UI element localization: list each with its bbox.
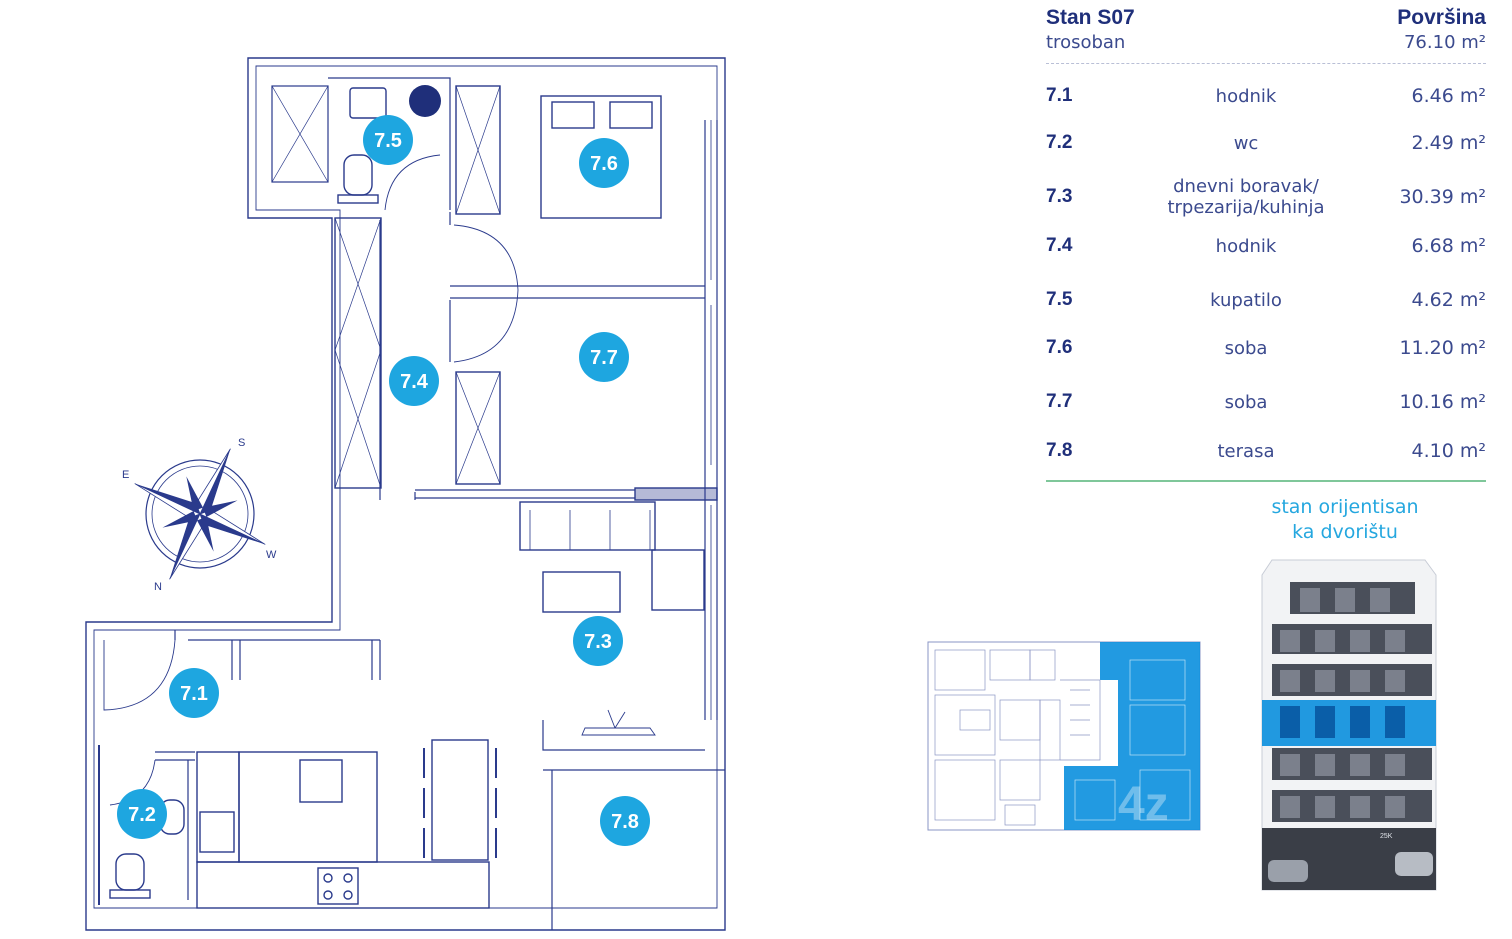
room-row-7-6: 7.6 soba 11.20 m² (1046, 328, 1486, 368)
badge-7-7[interactable]: 7.7 (579, 332, 629, 382)
room-name: hodnik (1215, 235, 1277, 257)
room-area: 4.10 m² (1411, 440, 1486, 462)
apartment-info: Stan S07 Površina trosoban 76.10 m² (1046, 6, 1486, 64)
room-name: terasa (1217, 440, 1275, 462)
room-id: 7.2 (1046, 132, 1073, 153)
building-facade: 25K (1261, 559, 1437, 891)
orientation-line-1: stan orijentisan (1271, 496, 1419, 518)
room-id: 7.6 (1046, 337, 1073, 358)
building-sign: 25K (1380, 833, 1393, 840)
badge-7-2[interactable]: 7.2 (117, 789, 167, 839)
room-id: 7.5 (1046, 289, 1073, 310)
mini-floor-plan: 4z (927, 641, 1201, 831)
room-name: dnevni boravak/trpezarija/kuhinja (1167, 176, 1325, 218)
svg-text:7.2: 7.2 (128, 804, 156, 826)
room-id: 7.8 (1046, 440, 1073, 461)
outer-wall (85, 57, 726, 931)
compass-e-label: E (122, 469, 129, 481)
badge-7-4[interactable]: 7.4 (389, 356, 439, 406)
orientation-line-2: ka dvorištu (1292, 521, 1398, 543)
room-area: 6.68 m² (1411, 235, 1486, 257)
room-area: 11.20 m² (1399, 337, 1486, 359)
compass-n-label: N (154, 581, 162, 593)
svg-text:7.3: 7.3 (584, 631, 612, 653)
room-row-7-5: 7.5 kupatilo 4.62 m² (1046, 280, 1486, 320)
room-id: 7.4 (1046, 235, 1073, 256)
room-row-7-1: 7.1 hodnik 6.46 m² (1046, 76, 1486, 116)
badge-7-5[interactable]: 7.5 (363, 115, 413, 165)
badge-7-3[interactable]: 7.3 (573, 616, 623, 666)
room-area: 6.46 m² (1411, 85, 1486, 107)
room-table: 7.1 hodnik 6.46 m² 7.2 wc 2.49 m² 7.3 dn… (1046, 0, 1486, 480)
room-row-7-4: 7.4 hodnik 6.68 m² (1046, 226, 1486, 266)
room-row-7-3: 7.3 dnevni boravak/trpezarija/kuhinja 30… (1046, 176, 1486, 218)
svg-text:7.4: 7.4 (400, 371, 429, 393)
room-row-7-2: 7.2 wc 2.49 m² (1046, 123, 1486, 163)
svg-text:7.8: 7.8 (611, 811, 639, 833)
room-area: 30.39 m² (1399, 186, 1486, 208)
mini-plan-label: 4z (1118, 778, 1169, 831)
apartment-type: trosoban (1046, 32, 1126, 53)
room-area: 4.62 m² (1411, 289, 1486, 311)
room-row-7-7: 7.7 soba 10.16 m² (1046, 382, 1486, 422)
compass-w-label: W (266, 549, 277, 561)
room-name: hodnik (1215, 85, 1277, 107)
svg-text:7.1: 7.1 (180, 683, 208, 705)
badge-7-8[interactable]: 7.8 (600, 796, 650, 846)
room-badges: 7.1 7.2 7.3 7.4 7.5 7.6 7.7 7.8 (117, 115, 650, 846)
green-divider (1046, 480, 1486, 482)
room-name: wc (1233, 132, 1259, 154)
compass-s-label: S (238, 437, 245, 449)
dotted-divider (1046, 63, 1486, 64)
orientation-note: stan orijentisan ka dvorištu (1230, 495, 1460, 545)
apartment-total-area: 76.10 m² (1403, 32, 1486, 53)
badge-7-6[interactable]: 7.6 (579, 138, 629, 188)
room-area: 2.49 m² (1411, 132, 1486, 154)
svg-text:7.7: 7.7 (590, 347, 618, 369)
room-name: soba (1224, 391, 1268, 413)
svg-text:7.5: 7.5 (374, 130, 402, 152)
badge-7-1[interactable]: 7.1 (169, 668, 219, 718)
room-row-7-8: 7.8 terasa 4.10 m² (1046, 431, 1486, 471)
area-header: Površina (1397, 6, 1486, 29)
compass-rose: S E W N (122, 437, 277, 593)
room-name: soba (1224, 337, 1268, 359)
room-id: 7.7 (1046, 391, 1073, 412)
room-id: 7.1 (1046, 85, 1073, 106)
svg-text:7.6: 7.6 (590, 153, 618, 175)
room-area: 10.16 m² (1399, 391, 1486, 413)
apartment-name: Stan S07 (1046, 6, 1135, 29)
room-id: 7.3 (1046, 186, 1073, 207)
room-name: kupatilo (1210, 289, 1282, 311)
